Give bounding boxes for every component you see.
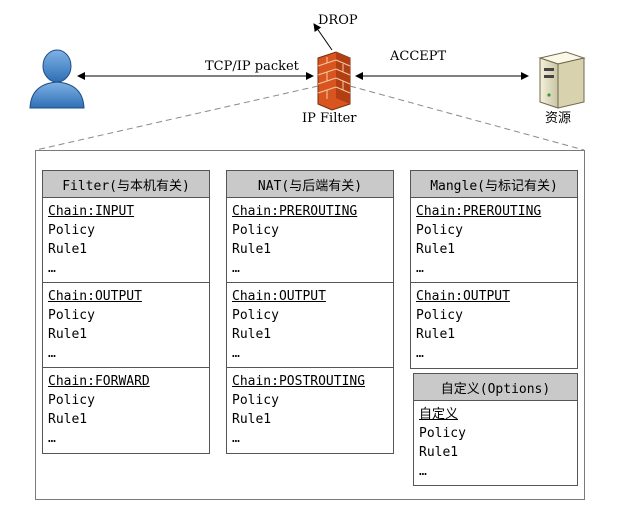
chain-block: Chain:INPUT Policy Rule1 …	[43, 198, 209, 283]
chain-rule: Rule1	[232, 242, 272, 257]
packet-label: TCP/IP packet	[205, 59, 299, 74]
chain-more: …	[48, 261, 56, 276]
chain-rule: Rule1	[48, 242, 88, 257]
chain-block: Chain:FORWARD Policy Rule1 …	[43, 368, 209, 453]
chain-name: Chain:OUTPUT	[416, 289, 510, 304]
chain-more: …	[232, 261, 240, 276]
chain-block: Chain:POSTROUTING Policy Rule1 …	[227, 368, 393, 453]
nat-table-title: NAT(与后端有关)	[227, 171, 393, 198]
chain-more: …	[48, 431, 56, 446]
chain-policy: Policy	[232, 223, 279, 238]
chain-rule: Rule1	[232, 327, 272, 342]
chain-more: …	[232, 431, 240, 446]
accept-label: ACCEPT	[390, 49, 447, 64]
chain-rule: Rule1	[416, 327, 456, 342]
chain-policy: Policy	[48, 308, 95, 323]
chain-policy: Policy	[232, 393, 279, 408]
chain-name: Chain:INPUT	[48, 204, 135, 219]
chain-name: Chain:POSTROUTING	[232, 374, 366, 389]
nat-table: NAT(与后端有关) Chain:PREROUTING Policy Rule1…	[226, 170, 394, 454]
chain-rule: Rule1	[48, 412, 88, 427]
ip-filter-label: IP Filter	[302, 111, 357, 126]
chain-more: …	[48, 346, 56, 361]
firewall-icon	[317, 51, 351, 111]
filter-table-title: Filter(与本机有关)	[43, 171, 209, 198]
chain-name: Chain:PREROUTING	[416, 204, 542, 219]
drop-label: DROP	[318, 13, 358, 28]
chain-name: Chain:OUTPUT	[48, 289, 142, 304]
mangle-table-title: Mangle(与标记有关)	[411, 171, 577, 198]
chain-policy: Policy	[416, 223, 463, 238]
drop-arrow	[313, 23, 333, 51]
chain-name: Chain:PREROUTING	[232, 204, 358, 219]
ip-filter-detail-frame	[35, 150, 585, 500]
chain-more: …	[416, 346, 424, 361]
chain-block: Chain:PREROUTING Policy Rule1 …	[227, 198, 393, 283]
chain-rule: Rule1	[416, 242, 456, 257]
custom-table-title: 自定义(Options)	[414, 374, 577, 401]
chain-policy: Policy	[48, 393, 95, 408]
chain-policy: Policy	[48, 223, 95, 238]
chain-block: Chain:PREROUTING Policy Rule1 …	[411, 198, 577, 283]
chain-block: Chain:OUTPUT Policy Rule1 …	[43, 283, 209, 368]
chain-rule: Rule1	[48, 327, 88, 342]
chain-name: Chain:FORWARD	[48, 374, 150, 389]
chain-more: …	[232, 346, 240, 361]
mangle-table: Mangle(与标记有关) Chain:PREROUTING Policy Ru…	[410, 170, 578, 369]
chain-more: …	[419, 464, 427, 479]
chain-name: 自定义	[419, 407, 459, 422]
chain-rule: Rule1	[419, 445, 459, 460]
resource-label: 资源	[545, 111, 572, 126]
server-icon	[538, 51, 586, 109]
chain-more: …	[416, 261, 424, 276]
chain-policy: Policy	[416, 308, 463, 323]
filter-table: Filter(与本机有关) Chain:INPUT Policy Rule1 ……	[42, 170, 210, 454]
chain-block: Chain:OUTPUT Policy Rule1 …	[227, 283, 393, 368]
chain-policy: Policy	[419, 426, 466, 441]
chain-policy: Policy	[232, 308, 279, 323]
user-icon	[29, 49, 85, 109]
chain-block: 自定义 Policy Rule1 …	[414, 401, 577, 485]
custom-table: 自定义(Options) 自定义 Policy Rule1 …	[413, 373, 578, 486]
chain-rule: Rule1	[232, 412, 272, 427]
chain-name: Chain:OUTPUT	[232, 289, 326, 304]
chain-block: Chain:OUTPUT Policy Rule1 …	[411, 283, 577, 368]
top-diagram	[29, 23, 586, 150]
